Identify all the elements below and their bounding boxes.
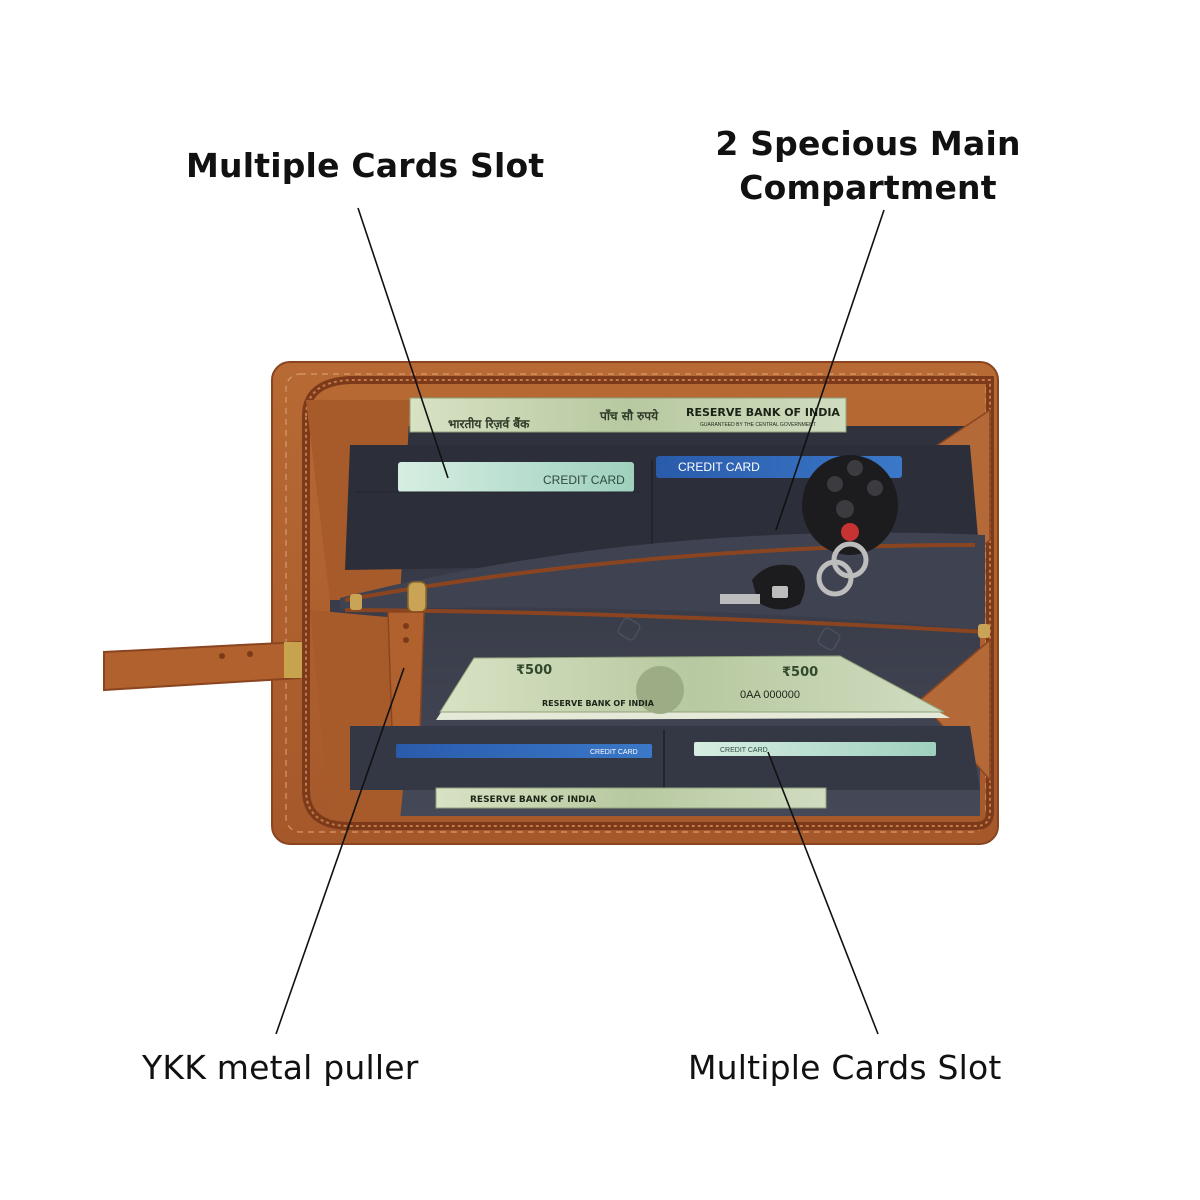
credit-card-label-3: CREDIT CARD: [590, 749, 638, 756]
callout-card-slot-bottom: Multiple Cards Slot: [688, 1048, 1002, 1087]
callout-main-compartment-line2: Compartment: [739, 168, 997, 207]
leader-line-bottom-left: [275, 667, 405, 1035]
banknote-mid-serial: 0AA 000000: [740, 689, 800, 701]
banknote-bottom: RESERVE BANK OF INDIA: [435, 787, 827, 809]
banknote-mid-denom-1: ₹500: [516, 663, 552, 678]
banknote-top-sub: GUARANTEED BY THE CENTRAL GOVERNMENT: [700, 422, 816, 428]
car-key-fob: [802, 455, 898, 597]
credit-card-label-2: CREDIT CARD: [678, 460, 760, 474]
banknote-top: भारतीय रिज़र्व बैंक पाँच सौ रुपये RESERV…: [409, 397, 847, 433]
banknote-top-hindi-2: पाँच सौ रुपये: [599, 409, 659, 423]
middle-zip-pocket: [340, 532, 986, 634]
callout-main-compartment: 2 Specious Main Compartment: [708, 122, 1028, 210]
banknote-stack-middle: ₹500 ₹500 0AA 000000 RESERVE BANK OF IND…: [436, 655, 950, 720]
zipper-slider-middle: [350, 594, 990, 638]
car-key: [720, 564, 805, 610]
banknote-top-hindi: भारतीय रिज़र्व बैंक: [448, 417, 530, 431]
zipper-track: [302, 376, 994, 830]
callout-card-slot-top: Multiple Cards Slot: [186, 146, 545, 185]
banknote-bottom-bank: RESERVE BANK OF INDIA: [470, 795, 596, 805]
leader-line-bottom-right: [767, 751, 879, 1035]
leader-line-top-left: [357, 207, 449, 479]
banknote-mid-bank: RESERVE BANK OF INDIA: [542, 699, 655, 708]
credit-card-label-4: CREDIT CARD: [720, 747, 768, 754]
callout-leader-lines: [275, 207, 885, 1035]
callout-ykk-puller: YKK metal puller: [142, 1048, 419, 1087]
credit-card-label-1: CREDIT CARD: [543, 473, 625, 487]
callout-main-compartment-line1: 2 Specious Main: [715, 124, 1021, 163]
banknote-top-english: RESERVE BANK OF INDIA: [686, 406, 840, 419]
banknote-mid-denom-2: ₹500: [782, 665, 818, 680]
card-slot-row-bottom: CREDIT CARD CREDIT CARD: [350, 726, 980, 790]
leader-line-top-right: [775, 209, 885, 531]
